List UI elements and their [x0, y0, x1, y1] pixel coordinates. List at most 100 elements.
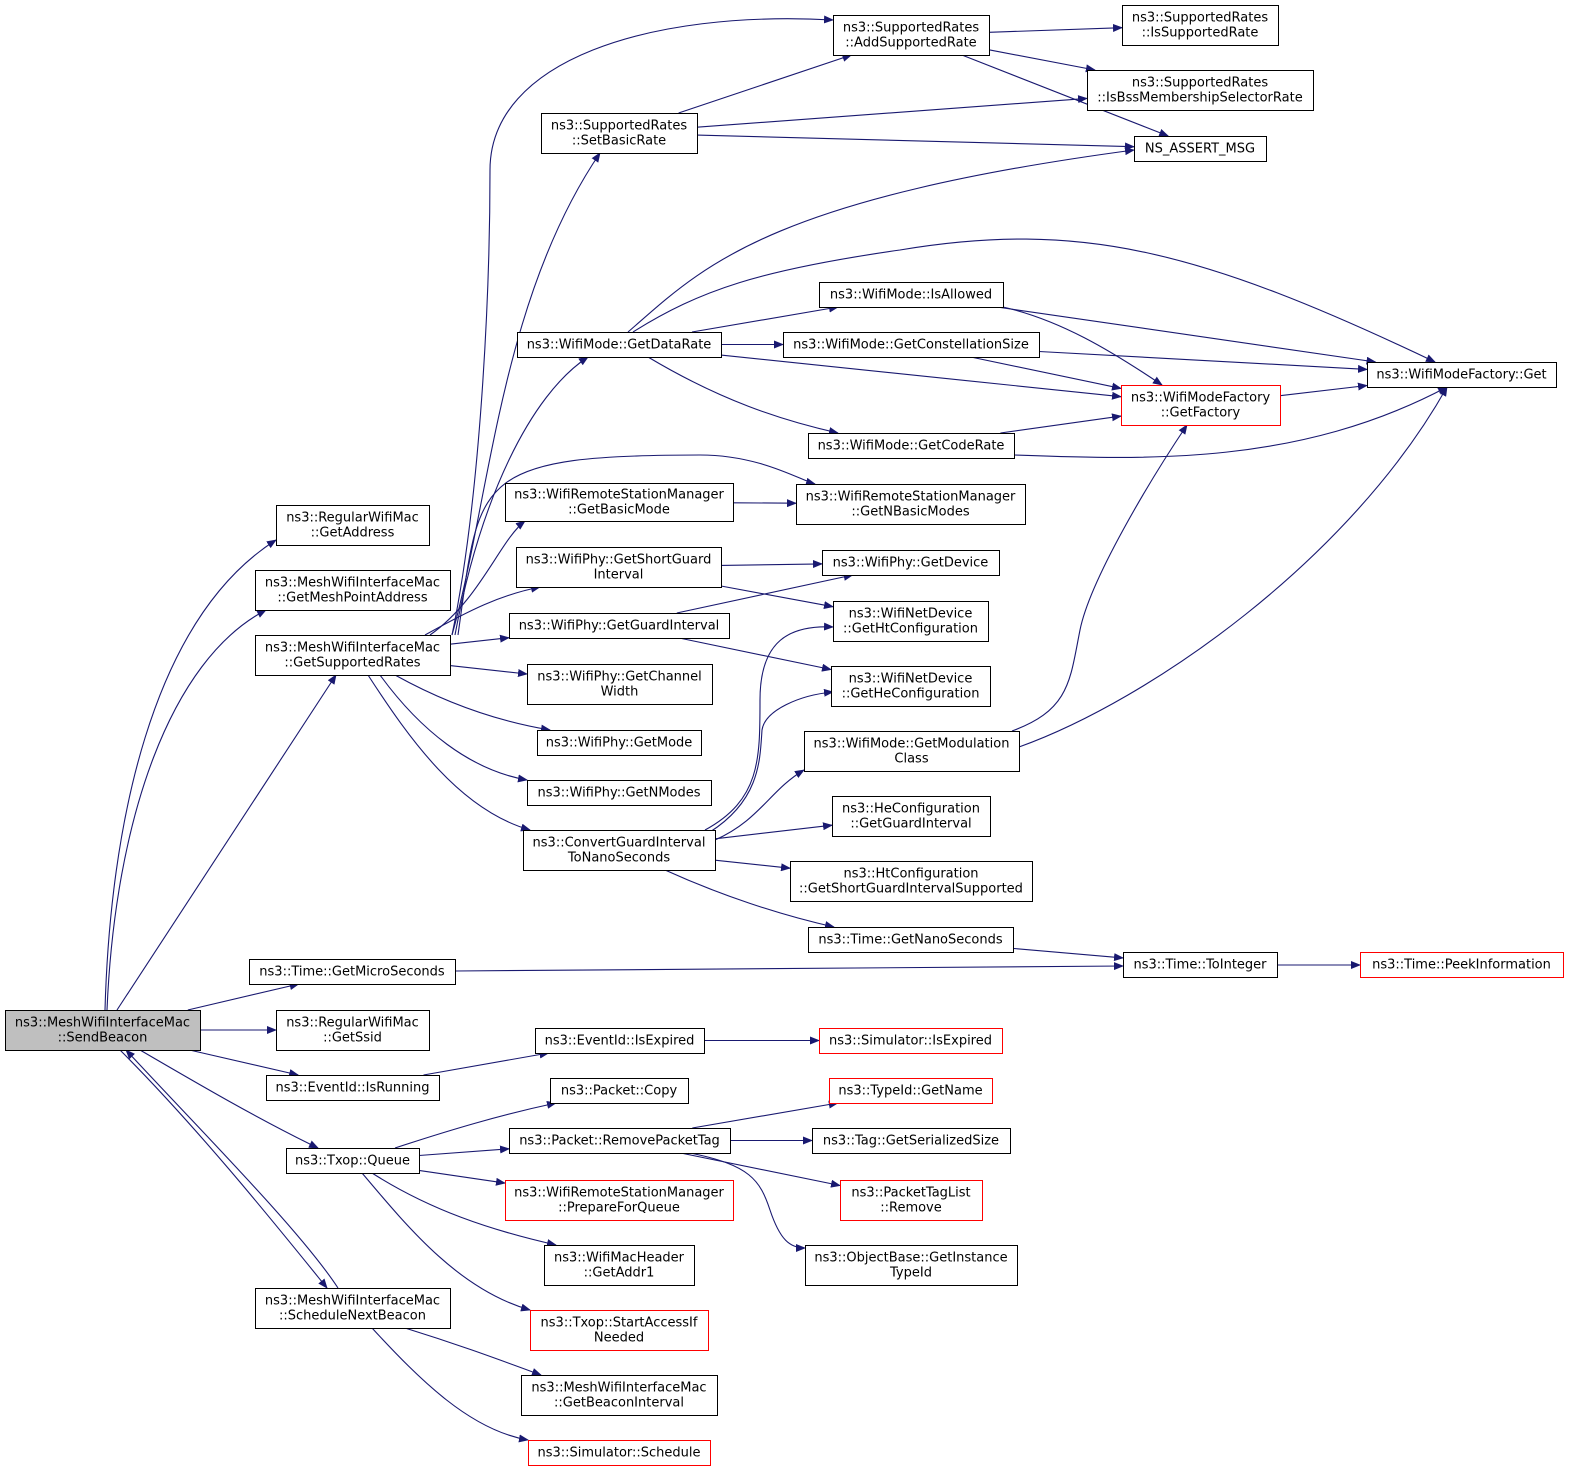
node-packetCopy[interactable]: ns3::Packet::Copy — [550, 1078, 689, 1104]
node-typeIdGetName[interactable]: ns3::TypeId::GetName — [829, 1078, 993, 1104]
edge-getSupportedRates-to-getShortGuardInterval — [424, 584, 541, 636]
node-label: ::Remove — [880, 1201, 942, 1216]
node-box — [833, 15, 990, 56]
node-getAddress[interactable]: ns3::RegularWifiMac::GetAddress — [276, 505, 430, 546]
node-addSupportedRate[interactable]: ns3::SupportedRates::AddSupportedRate — [833, 15, 990, 56]
node-simulatorIsExpired[interactable]: ns3::Simulator::IsExpired — [819, 1028, 1003, 1054]
node-scheduleNextBeacon[interactable]: ns3::MeshWifiInterfaceMac::ScheduleNextB… — [255, 1288, 451, 1329]
node-label: ::IsBssMembershipSelectorRate — [1097, 91, 1302, 106]
node-getHtConfiguration[interactable]: ns3::WifiNetDevice::GetHtConfiguration — [833, 601, 989, 642]
node-getFactory[interactable]: ns3::WifiModeFactory::GetFactory — [1121, 385, 1281, 426]
node-box — [790, 861, 1033, 902]
node-getBasicMode[interactable]: ns3::WifiRemoteStationManager::GetBasicM… — [505, 483, 734, 522]
node-getShortGuardInterval[interactable]: ns3::WifiPhy::GetShortGuardInterval — [516, 547, 722, 588]
node-getCodeRate[interactable]: ns3::WifiMode::GetCodeRate — [808, 433, 1015, 459]
node-box — [521, 1375, 718, 1416]
node-peekInformation[interactable]: ns3::Time::PeekInformation — [1360, 952, 1564, 978]
node-label: ::GetAddress — [311, 526, 395, 541]
node-label: ::GetSsid — [323, 1031, 382, 1046]
node-box — [808, 433, 1015, 459]
edge-getDataRate-to-wifiModeFactoryGet — [632, 238, 1436, 363]
node-packetTagListRemove[interactable]: ns3::PacketTagList::Remove — [840, 1180, 983, 1221]
node-setBasicRate[interactable]: ns3::SupportedRates::SetBasicRate — [541, 113, 698, 154]
node-label: ns3::Simulator::Schedule — [537, 1446, 700, 1461]
node-getShortGuardIntervalSupported[interactable]: ns3::HtConfiguration::GetShortGuardInter… — [790, 861, 1033, 902]
node-box — [812, 1128, 1011, 1154]
edge-isAllowed-to-getFactory — [1002, 306, 1163, 386]
node-getDevice[interactable]: ns3::WifiPhy::GetDevice — [822, 550, 1000, 576]
node-label: ns3::PacketTagList — [851, 1186, 970, 1201]
node-simulatorSchedule[interactable]: ns3::Simulator::Schedule — [528, 1440, 711, 1466]
node-box — [286, 1148, 420, 1174]
node-getMicroSeconds[interactable]: ns3::Time::GetMicroSeconds — [249, 959, 456, 985]
node-label: ns3::MeshWifiInterfaceMac — [15, 1016, 190, 1031]
node-eventIsExpired[interactable]: ns3::EventId::IsExpired — [535, 1028, 705, 1054]
node-box — [819, 282, 1004, 308]
node-getSsid[interactable]: ns3::RegularWifiMac::GetSsid — [276, 1010, 430, 1051]
node-getMode[interactable]: ns3::WifiPhy::GetMode — [537, 730, 702, 756]
node-box — [505, 483, 734, 522]
node-nsAssertMsg[interactable]: NS_ASSERT_MSG — [1134, 136, 1267, 162]
node-getBeaconInterval[interactable]: ns3::MeshWifiInterfaceMac::GetBeaconInte… — [521, 1375, 718, 1416]
node-isRunning[interactable]: ns3::EventId::IsRunning — [266, 1075, 440, 1101]
node-box — [535, 1028, 705, 1054]
node-box — [276, 505, 430, 546]
node-txopQueue[interactable]: ns3::Txop::Queue — [286, 1148, 420, 1174]
node-box — [796, 484, 1026, 525]
node-isBssMembershipSelectorRate[interactable]: ns3::SupportedRates::IsBssMembershipSele… — [1087, 70, 1314, 111]
node-getSupportedRates[interactable]: ns3::MeshWifiInterfaceMac::GetSupportedR… — [255, 635, 451, 676]
node-isAllowed[interactable]: ns3::WifiMode::IsAllowed — [819, 282, 1004, 308]
node-isSupportedRate[interactable]: ns3::SupportedRates::IsSupportedRate — [1122, 5, 1279, 46]
node-box — [537, 730, 702, 756]
node-toInteger[interactable]: ns3::Time::ToInteger — [1123, 952, 1278, 978]
node-tagGetSerializedSize[interactable]: ns3::Tag::GetSerializedSize — [812, 1128, 1011, 1154]
node-label: ns3::WifiMacHeader — [554, 1251, 685, 1266]
node-getMeshPointAddress[interactable]: ns3::MeshWifiInterfaceMac::GetMeshPointA… — [255, 570, 451, 611]
node-heGetGuardInterval[interactable]: ns3::HeConfiguration::GetGuardInterval — [832, 796, 991, 837]
node-wifiModeFactoryGet[interactable]: ns3::WifiModeFactory::Get — [1367, 362, 1557, 388]
node-removePacketTag[interactable]: ns3::Packet::RemovePacketTag — [509, 1128, 731, 1154]
node-box — [527, 780, 712, 806]
node-label: ::GetNBasicModes — [851, 505, 969, 520]
node-sendBeacon[interactable]: ns3::MeshWifiInterfaceMac::SendBeacon — [5, 1010, 201, 1051]
edge-removePacketTag-to-packetTagListRemove — [680, 1152, 841, 1188]
node-label: ns3::MeshWifiInterfaceMac — [265, 576, 440, 591]
edge-sendBeacon-to-getMicroSeconds — [187, 982, 300, 1011]
edge-addSupportedRate-to-isBssMembershipSelectorRate — [988, 49, 1096, 73]
node-box — [266, 1075, 440, 1101]
node-label: ns3::HeConfiguration — [842, 802, 980, 817]
edge-convertGuardInterval-to-getHtConfiguration — [704, 622, 834, 831]
node-label: ::GetAddr1 — [584, 1266, 655, 1281]
edge-phyGetGuardInterval-to-getDevice — [676, 572, 854, 614]
node-phyGetGuardInterval[interactable]: ns3::WifiPhy::GetGuardInterval — [509, 613, 730, 639]
edge-setBasicRate-to-isBssMembershipSelectorRate — [696, 95, 1088, 128]
node-label: ns3::WifiNetDevice — [849, 607, 973, 622]
node-label: ns3::WifiPhy::GetGuardInterval — [519, 619, 720, 634]
node-getNModes[interactable]: ns3::WifiPhy::GetNModes — [527, 780, 712, 806]
node-label: ns3::Time::PeekInformation — [1372, 958, 1551, 973]
node-getConstellationSize[interactable]: ns3::WifiMode::GetConstellationSize — [783, 332, 1040, 358]
node-box — [1122, 5, 1279, 46]
node-label: ns3::WifiPhy::GetShortGuard — [526, 553, 712, 568]
node-box — [1087, 70, 1314, 111]
node-getAddr1[interactable]: ns3::WifiMacHeader::GetAddr1 — [544, 1245, 695, 1286]
node-getDataRate[interactable]: ns3::WifiMode::GetDataRate — [517, 332, 722, 358]
edge-getCodeRate-to-wifiModeFactoryGet — [1013, 386, 1448, 458]
edge-getDataRate-to-getCodeRate — [647, 356, 839, 435]
node-getHeConfiguration[interactable]: ns3::WifiNetDevice::GetHeConfiguration — [831, 666, 991, 707]
edge-getSupportedRates-to-getNBasicModes — [457, 454, 816, 636]
edge-scheduleNextBeacon-to-getBeaconInterval — [404, 1327, 542, 1376]
node-box — [509, 1128, 731, 1154]
node-getNanoSeconds[interactable]: ns3::Time::GetNanoSeconds — [808, 927, 1014, 953]
node-getNBasicModes[interactable]: ns3::WifiRemoteStationManager::GetNBasic… — [796, 484, 1026, 525]
node-prepareForQueue[interactable]: ns3::WifiRemoteStationManager::PrepareFo… — [505, 1180, 734, 1221]
node-label: ns3::ObjectBase::GetInstance — [814, 1251, 1007, 1266]
edge-getSupportedRates-to-getChannelWidth — [449, 665, 528, 678]
edge-getSupportedRates-to-addSupportedRate — [451, 15, 834, 636]
node-box — [530, 1310, 709, 1351]
